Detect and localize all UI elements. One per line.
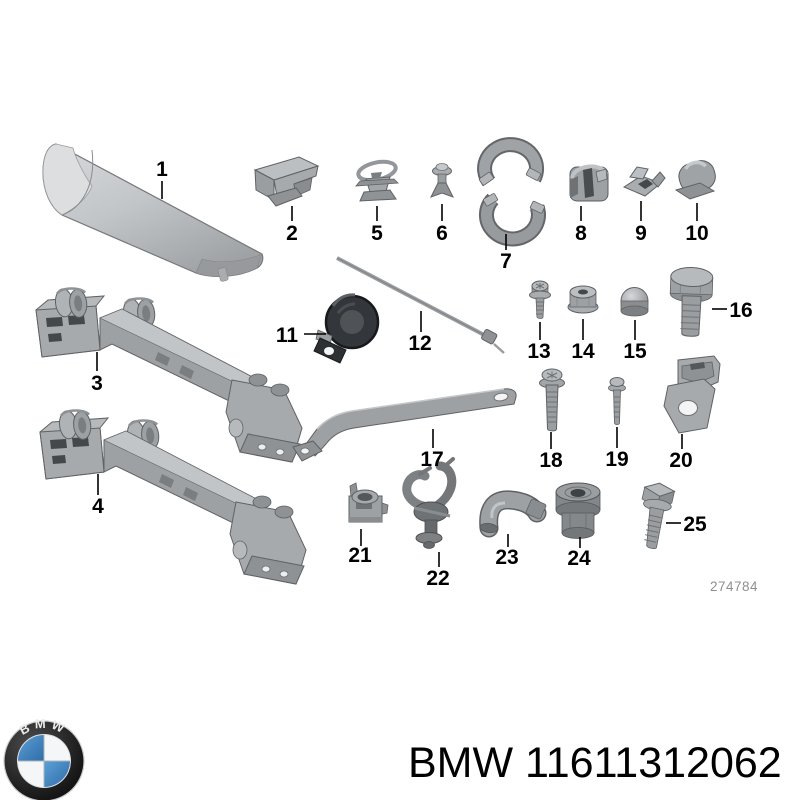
part-24-rubber-mount-grommet bbox=[555, 482, 601, 539]
part-label-16: 16 bbox=[729, 299, 752, 322]
part-label-7: 7 bbox=[500, 250, 512, 273]
part-8-edge-clip bbox=[569, 164, 609, 202]
callout-13: 13 bbox=[527, 322, 551, 363]
part-23-rubber-elbow-cover bbox=[479, 490, 547, 538]
part-15-cap-nut bbox=[620, 287, 649, 317]
part-14-flange-nut bbox=[567, 285, 599, 314]
callout-7: 7 bbox=[500, 234, 512, 273]
part-label-25: 25 bbox=[683, 513, 707, 536]
callout-22: 22 bbox=[426, 552, 450, 590]
logo-lettering: BMW bbox=[17, 716, 71, 738]
part-16-hex-bolt bbox=[669, 266, 714, 337]
part-18-torx-screw bbox=[539, 368, 565, 432]
part-label-4: 4 bbox=[92, 495, 104, 518]
part-label-5: 5 bbox=[371, 222, 383, 245]
logo-quadrant-blue-tl bbox=[18, 735, 44, 761]
callout-3: 3 bbox=[91, 352, 103, 395]
drawing-number: 274784 bbox=[710, 579, 758, 594]
part-label-17: 17 bbox=[420, 448, 443, 471]
callout-19: 19 bbox=[605, 427, 629, 471]
callout-12: 12 bbox=[408, 311, 432, 355]
part-label-11: 11 bbox=[276, 324, 299, 347]
footer: BMW BMW 11611312062 bbox=[3, 716, 782, 800]
part-label-15: 15 bbox=[623, 340, 647, 363]
callout-8: 8 bbox=[575, 206, 587, 245]
callout-14: 14 bbox=[571, 319, 595, 363]
part-7-spring-clamp bbox=[477, 137, 546, 247]
callout-16: 16 bbox=[712, 299, 753, 322]
part-label-24: 24 bbox=[567, 547, 591, 570]
bmw-logo-icon: BMW bbox=[3, 716, 85, 800]
part-label-12: 12 bbox=[408, 332, 431, 355]
part-21-cage-nut bbox=[348, 482, 389, 523]
part-label-19: 19 bbox=[605, 448, 628, 471]
part-label-3: 3 bbox=[91, 372, 103, 395]
part-label-21: 21 bbox=[348, 544, 372, 567]
callout-17: 17 bbox=[420, 429, 444, 471]
part-label-23: 23 bbox=[495, 546, 518, 569]
part-label-2: 2 bbox=[286, 222, 298, 245]
logo-quadrant-white-tr bbox=[44, 735, 70, 761]
part-11-p-clamp-rubber bbox=[313, 293, 380, 364]
part-label-10: 10 bbox=[685, 222, 708, 245]
part-label-13: 13 bbox=[527, 340, 550, 363]
part-22-spring-holder-clamp bbox=[402, 457, 457, 549]
part-label-8: 8 bbox=[575, 222, 587, 245]
part-label-9: 9 bbox=[635, 222, 647, 245]
callout-6: 6 bbox=[436, 204, 448, 245]
part-25-hex-flange-bolt bbox=[641, 482, 676, 549]
logo-quadrant-blue-br bbox=[44, 761, 70, 787]
part-2-bracket-clip bbox=[253, 156, 320, 207]
callout-21: 21 bbox=[348, 529, 372, 567]
callout-11: 11 bbox=[276, 324, 326, 347]
part-1-a-pillar-trim-cover bbox=[42, 143, 264, 282]
callout-15: 15 bbox=[623, 320, 647, 363]
part-5-expanding-rivet-with-clip bbox=[355, 159, 399, 202]
callout-23: 23 bbox=[495, 534, 519, 569]
callout-20: 20 bbox=[669, 434, 693, 472]
part-19-small-screw bbox=[608, 377, 626, 425]
callout-2: 2 bbox=[286, 206, 298, 245]
part-10-cable-clip bbox=[674, 160, 716, 200]
callout-9: 9 bbox=[635, 201, 647, 245]
footer-part-number: BMW 11611312062 bbox=[408, 739, 782, 787]
part-label-1: 1 bbox=[156, 158, 168, 181]
callout-5: 5 bbox=[371, 206, 383, 245]
part-20-bracket-with-clip bbox=[663, 355, 721, 434]
callout-24: 24 bbox=[567, 537, 591, 570]
callout-18: 18 bbox=[539, 432, 563, 472]
part-17-retaining-strap bbox=[292, 388, 517, 462]
part-label-18: 18 bbox=[539, 449, 563, 472]
callout-25: 25 bbox=[666, 513, 707, 536]
part-12-cable-tie bbox=[336, 256, 505, 354]
part-label-22: 22 bbox=[426, 567, 449, 590]
part-6-expanding-rivet bbox=[429, 163, 455, 198]
callout-4: 4 bbox=[92, 474, 104, 518]
callout-1: 1 bbox=[156, 158, 168, 199]
part-9-sheet-metal-clip bbox=[622, 166, 666, 197]
part-label-20: 20 bbox=[669, 449, 692, 472]
logo-quadrant-white-bl bbox=[18, 761, 44, 787]
part-label-14: 14 bbox=[571, 340, 595, 363]
part-label-6: 6 bbox=[436, 222, 448, 245]
callout-10: 10 bbox=[685, 203, 709, 245]
part-13-hex-flange-screw bbox=[529, 280, 551, 319]
